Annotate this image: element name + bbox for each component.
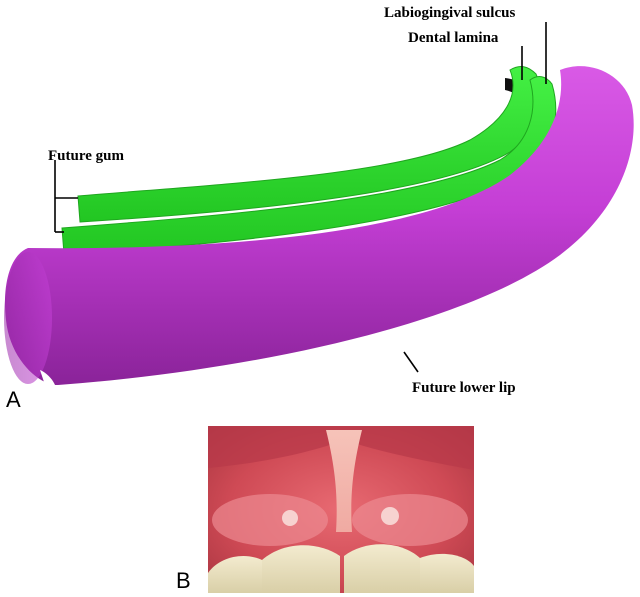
panel-b: B [176, 426, 474, 593]
future-gum-strip [61, 76, 557, 255]
upper-lip-shade [208, 426, 474, 470]
label-labiogingival-sulcus: Labiogingival sulcus [384, 5, 515, 21]
tooth-left-lateral [208, 556, 262, 593]
label-future-gum: Future gum [48, 148, 124, 164]
panel-a: Labiogingival sulcus Dental lamina Futur… [4, 5, 634, 412]
dental-lamina-strip [77, 66, 542, 223]
gingiva-left [212, 494, 328, 546]
gingiva-spot-1 [282, 510, 298, 526]
lip-end-notch [40, 370, 55, 385]
leader-lines [54, 22, 547, 373]
label-future-lower-lip: Future lower lip [412, 380, 516, 396]
panel-letter-a: A [6, 387, 21, 412]
labial-frenum [326, 430, 362, 532]
gingiva-spot-2 [381, 507, 399, 525]
label-dental-lamina: Dental lamina [408, 30, 499, 46]
lower-lip-tube [4, 66, 634, 386]
lip-end-cap [4, 252, 52, 384]
tooth-right-lateral [420, 553, 474, 593]
tooth-right-central [344, 544, 420, 593]
gingiva-right [352, 494, 468, 546]
panel-letter-b: B [176, 568, 191, 593]
tooth-left-central [262, 545, 340, 593]
